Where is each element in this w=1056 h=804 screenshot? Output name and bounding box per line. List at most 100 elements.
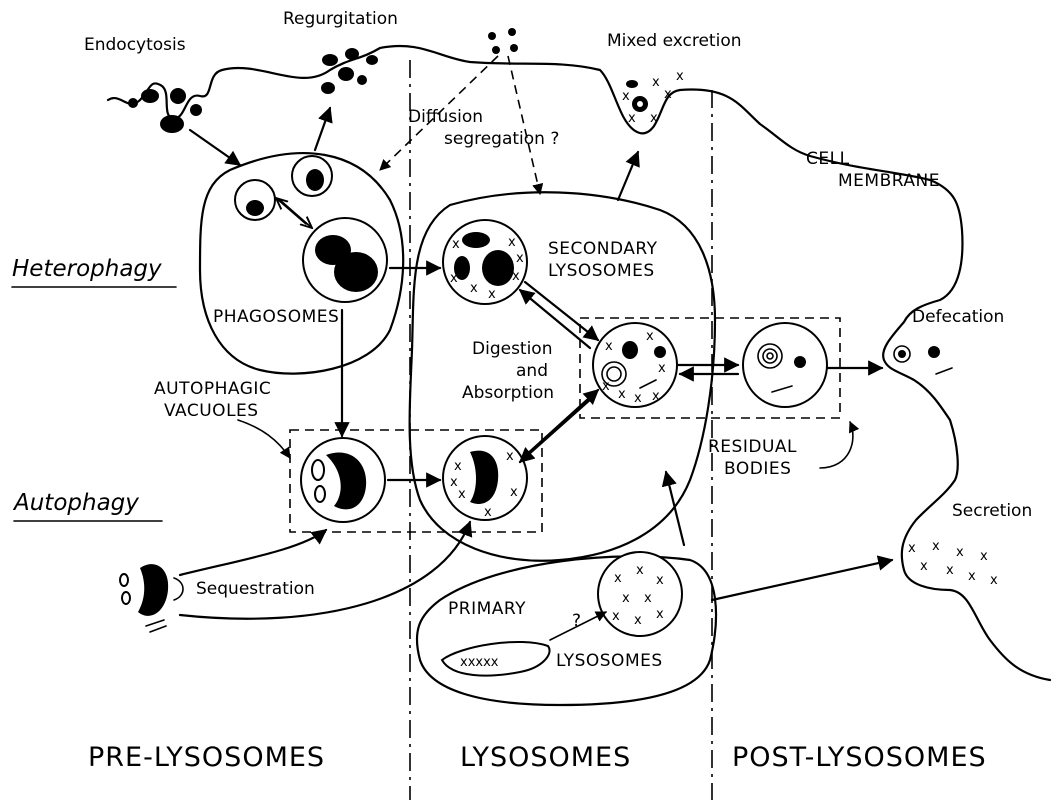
label-question: ? [572,611,581,631]
svg-text:x: x [652,75,660,90]
svg-text:x: x [634,613,642,628]
phagosome-small-1 [235,180,275,220]
secondary-lysosome-autophagy: xx xx xx [443,436,527,520]
svg-text:x: x [990,573,998,588]
label-residual-1: RESIDUAL [708,437,797,457]
label-regurgitation: Regurgitation [283,9,398,29]
label-membrane: MEMBRANE [838,171,940,191]
label-endocytosis: Endocytosis [84,35,186,55]
svg-text:x: x [512,269,520,284]
phagosome-small-2 [292,156,332,196]
svg-text:x: x [636,563,644,578]
svg-text:x: x [622,591,630,606]
svg-text:x: x [656,573,664,588]
svg-text:x: x [506,449,514,464]
svg-text:x: x [612,609,620,624]
autophagic-vacuole [301,438,385,522]
label-sequestration: Sequestration [196,579,315,599]
svg-text:x: x [454,459,462,474]
arrow-residual-label [820,422,853,468]
mitochondrion-sequestration [120,564,183,632]
section-pre-lysosomes: PRE-LYSOSOMES [88,742,325,773]
section-post-lysosomes: POST-LYSOSOMES [732,742,987,773]
svg-text:x: x [908,541,916,556]
arrow-secondary-to-digestion [525,282,598,340]
svg-text:x: x [932,539,940,554]
label-heterophagy: Heterophagy [12,256,162,282]
svg-text:x: x [634,391,642,406]
arrow-primary-to-secondary [666,472,684,545]
label-digestion-1: Digestion [472,339,552,359]
svg-text:x: x [920,559,928,574]
svg-text:x: x [658,361,666,376]
label-residual-2: BODIES [724,459,791,479]
svg-text:x: x [605,339,613,354]
label-secretion: Secretion [952,501,1032,521]
label-cell: CELL [806,149,850,169]
arrow-endocytosis [190,130,240,165]
label-defecation: Defecation [912,307,1004,327]
residual-body [743,323,827,407]
label-autophagic-2: VACUOLES [164,401,259,421]
svg-text:x: x [644,591,652,606]
label-autophagy: Autophagy [12,490,139,516]
section-lysosomes: LYSOSOMES [460,742,631,773]
golgi-vesicle: xxxxx [442,642,550,676]
svg-text:x: x [946,563,954,578]
arrow-primary-to-secretion [712,560,892,600]
diffusion-particles [488,28,518,54]
mixed-excretion-contents: xx xx xx [622,69,684,126]
label-primary: PRIMARY [448,599,526,619]
label-phagosomes: PHAGOSOMES [213,307,339,327]
svg-text:x: x [656,607,664,622]
svg-text:x: x [510,485,518,500]
arrow-regurgitation [315,108,330,150]
label-diffusion-2: segregation ? [444,129,559,149]
svg-text:x: x [968,569,976,584]
svg-text:x: x [452,237,460,252]
svg-text:x: x [628,111,636,126]
svg-text:x: x [664,87,672,102]
defecation-contents [894,346,952,374]
svg-text:x: x [450,475,458,490]
svg-text:x: x [618,387,626,402]
svg-text:x: x [650,111,658,126]
svg-text:x: x [602,379,610,394]
svg-text:xxxxx: xxxxx [460,655,499,670]
svg-text:x: x [622,89,630,104]
fusion-arrow-a [280,200,312,228]
svg-text:x: x [676,69,684,84]
arrow-to-mixed-excretion [618,152,638,200]
svg-text:x: x [956,545,964,560]
svg-text:x: x [614,571,622,586]
svg-text:x: x [516,251,524,266]
svg-text:x: x [484,505,492,520]
label-secondary-1: SECONDARY [548,239,658,259]
svg-text:x: x [450,271,458,286]
svg-text:x: x [652,389,660,404]
arrow-sequestration-to-autoly [180,522,470,619]
label-autophagic-1: AUTOPHAGIC [154,379,271,399]
arrow-sequestration-to-autophagic [180,530,326,575]
svg-text:x: x [508,235,516,250]
svg-text:x: x [646,329,654,344]
label-secondary-2: LYSOSOMES [548,261,655,281]
svg-text:x: x [980,549,988,564]
arrow-diffusion-right [508,56,540,194]
svg-text:x: x [458,487,466,502]
label-mixed-excretion: Mixed excretion [607,31,742,51]
phagosome-large [303,218,387,302]
svg-text:x: x [470,281,478,296]
lysosome-digestion: xx xx xx x [593,323,677,407]
label-digestion-3: Absorption [462,383,554,403]
label-diffusion-1: Diffusion [408,107,483,127]
label-lysosomes-small: LYSOSOMES [556,651,663,671]
svg-text:x: x [488,287,496,302]
label-digestion-2: and [516,361,548,381]
arrow-autophagic-label [238,420,290,458]
